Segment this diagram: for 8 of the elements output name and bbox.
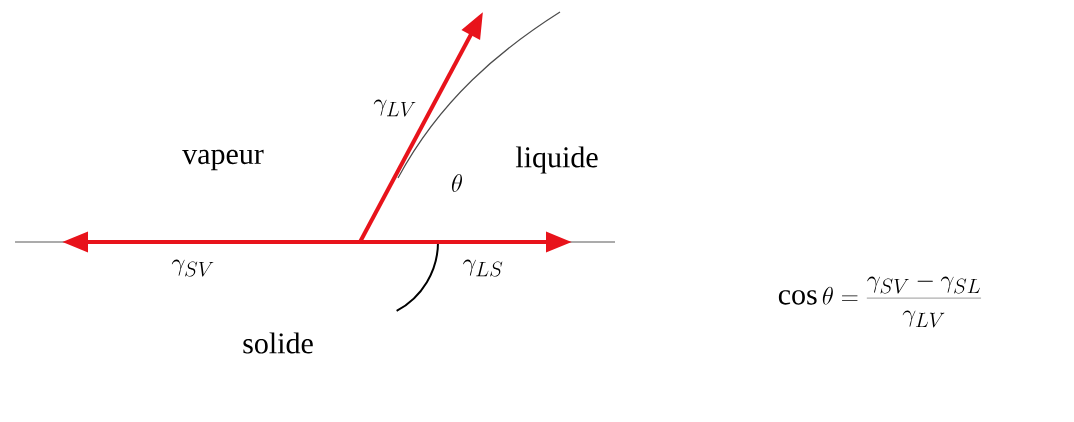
vector-label: $\gamma_{LV}$ [373,99,416,117]
phase-label: solide [243,332,313,354]
vector-label: $\gamma_{SV}$ [171,259,214,277]
formula: $\cos\theta = \frac{\gamma_{SV} - \gamma_{SL}}{\gamma_{LV}}$ [778,276,982,328]
phase-label: liquide [515,146,598,174]
phase-label: vapeur [182,149,264,171]
angle-label: $\theta$ [452,174,462,192]
vector-label: $\gamma_{LS}$ [463,259,503,277]
